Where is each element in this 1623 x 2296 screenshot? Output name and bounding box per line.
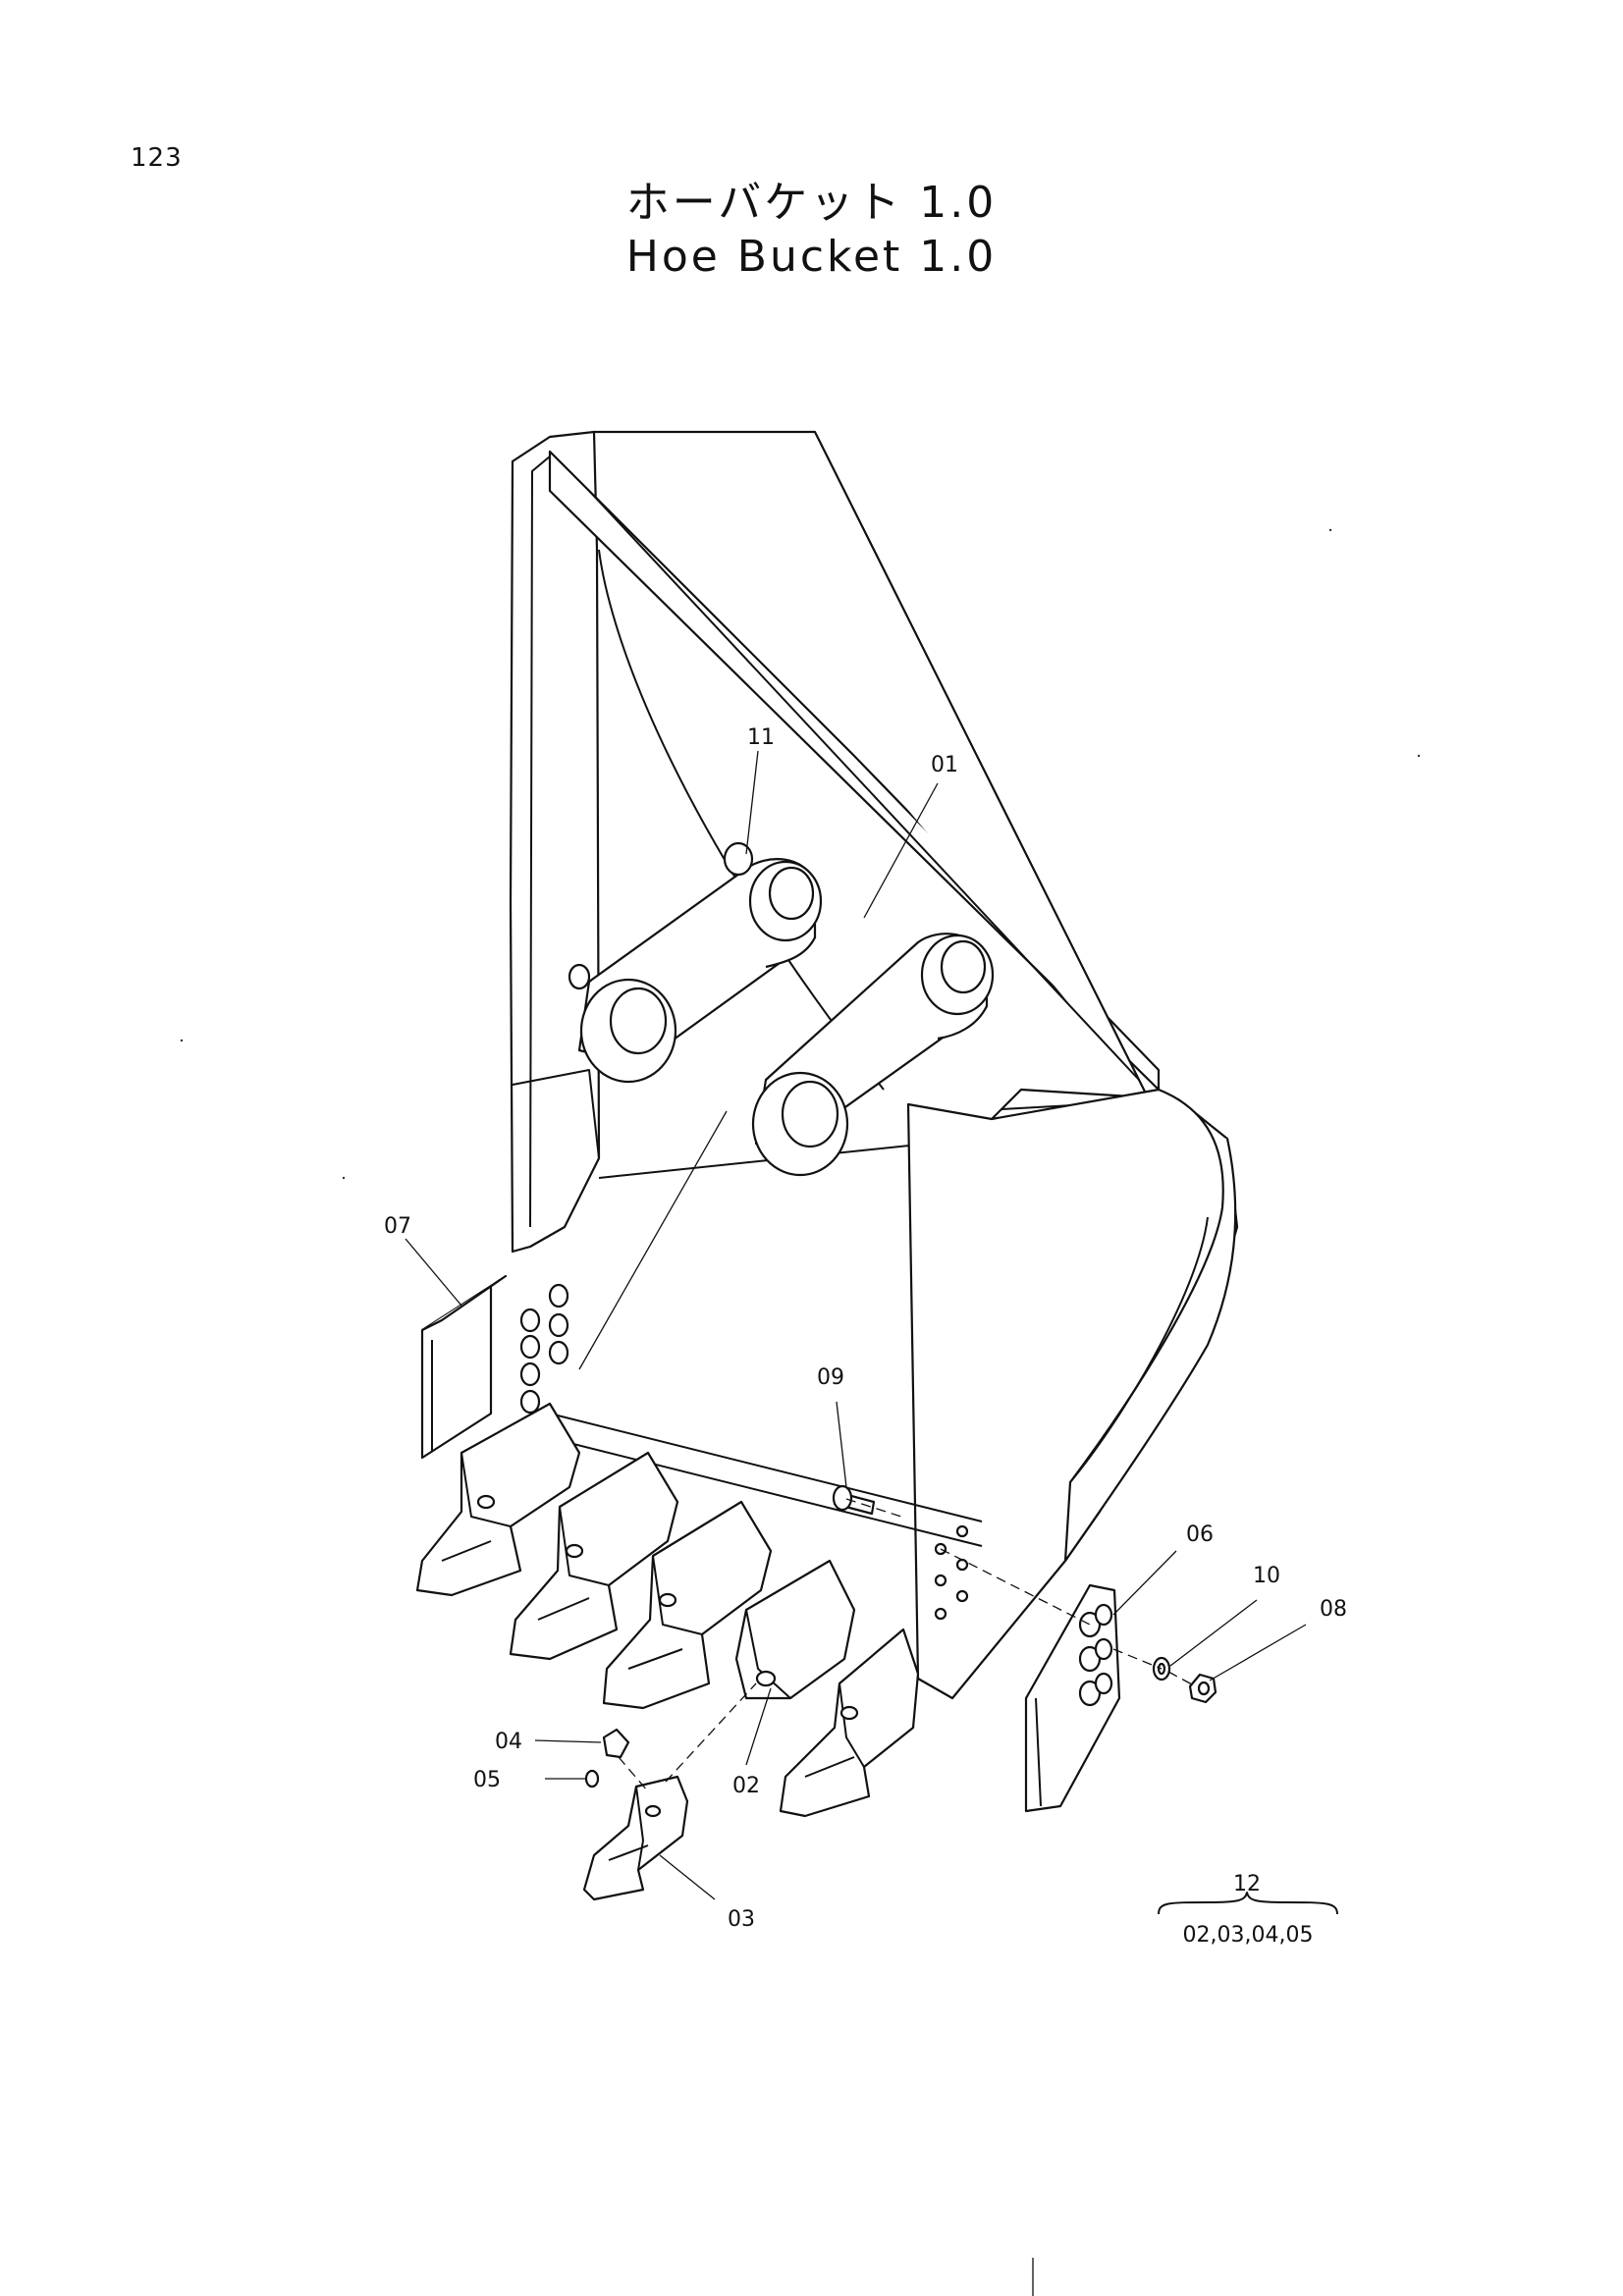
scan-marks (180, 528, 1421, 2296)
callout-04: 04 (495, 1730, 522, 1754)
tooth-2 (509, 1451, 679, 1661)
callout-07: 07 (384, 1214, 411, 1239)
tooth-5 (779, 1628, 920, 1818)
pin-04 (602, 1728, 630, 1759)
callout-01: 01 (931, 753, 958, 777)
tooth-3 (602, 1500, 773, 1710)
bucket-teeth (415, 1402, 920, 1818)
title-japanese: ホーバケット 1.0 (625, 178, 998, 228)
callout-10: 10 (1253, 1564, 1280, 1588)
kit-group-12: 12 02,03,04,05 (1158, 1872, 1338, 1948)
nut-08 (1188, 1673, 1217, 1704)
side-cutter-left (420, 1274, 508, 1460)
callout-09: 09 (817, 1365, 844, 1390)
bucket-body (509, 430, 1239, 1700)
side-cutter-right (1024, 1583, 1121, 1813)
callout-11: 11 (747, 725, 775, 750)
boss-bracket-left (577, 858, 823, 1084)
side-plate-bolt-holes-right (934, 1524, 969, 1621)
callout-03: 03 (728, 1907, 755, 1932)
side-plate-bolt-holes-left (519, 1283, 569, 1415)
callout-06: 06 (1186, 1522, 1214, 1547)
page-number: 123 (131, 143, 183, 173)
title-english: Hoe Bucket 1.0 (625, 232, 998, 282)
boss-bracket-right (751, 933, 995, 1177)
callout-08: 08 (1320, 1597, 1347, 1622)
callout-05: 05 (473, 1768, 501, 1792)
tooth-1 (415, 1402, 581, 1597)
kit-components: 02,03,04,05 (1183, 1923, 1314, 1948)
pin-boss (568, 841, 754, 990)
callout-02: 02 (732, 1774, 760, 1798)
bolt-09 (832, 1484, 876, 1516)
lock-05 (584, 1769, 600, 1789)
tooth-4 (734, 1559, 856, 1700)
tooth-point-03 (582, 1775, 689, 1901)
